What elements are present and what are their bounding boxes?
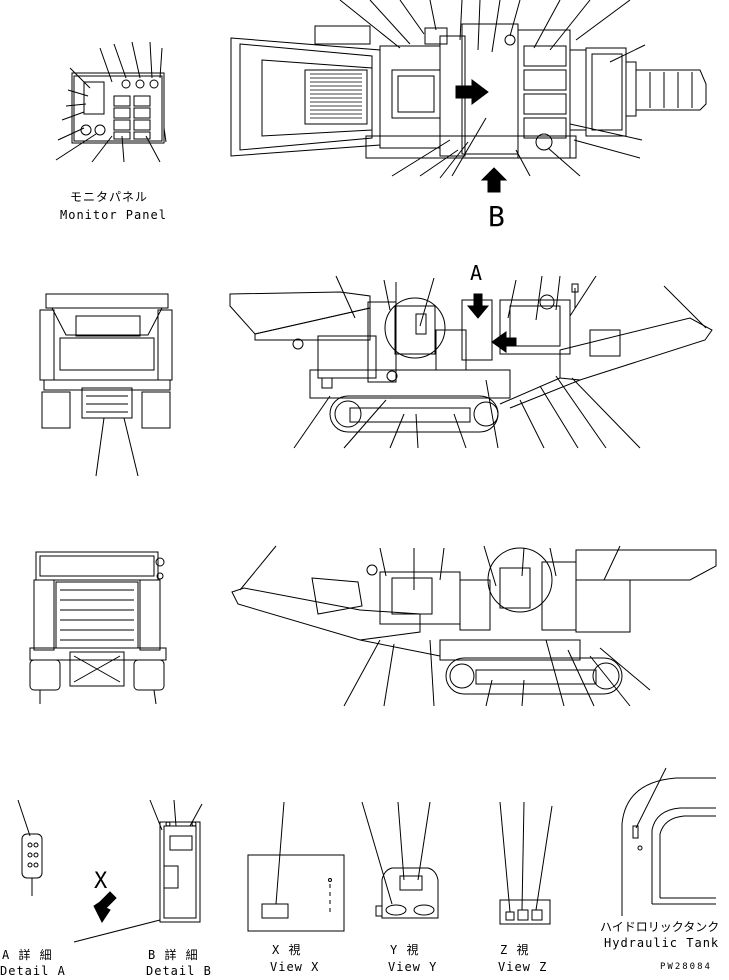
monitor-panel-en-label: Monitor Panel: [60, 208, 167, 222]
front-view-drawing: [39, 293, 173, 477]
detail-a-drawing: [17, 799, 117, 923]
view-y-jp-label: Y 視: [390, 943, 420, 957]
drawing-code: PW28084: [660, 962, 712, 972]
hydraulic-tank-jp-label: ハイドロリックタンク: [600, 920, 720, 934]
view-z-drawing: [499, 801, 553, 925]
view-y-en-label: View Y: [388, 960, 438, 974]
opposite-side-view-drawing: [231, 545, 717, 707]
rear-view-drawing: [29, 551, 167, 705]
top-view-drawing: [230, 0, 707, 193]
side-view-drawing: [229, 275, 713, 449]
monitor-panel-jp-label: モニタパネル: [70, 190, 149, 204]
detail-b-en-label: Detail B: [146, 964, 212, 978]
view-y-drawing: [361, 801, 439, 919]
detail-b-drawing: [73, 799, 203, 943]
hydraulic-tank-drawing: [621, 767, 716, 916]
arrow-down-a: [466, 293, 490, 319]
detail-b-jp-label: B 詳 細: [148, 948, 199, 962]
arrow-left-x: [491, 331, 517, 353]
hydraulic-tank-en-label: Hydraulic Tank: [604, 936, 720, 950]
monitor-panel-drawing: [55, 41, 167, 163]
arrow-into-view: [455, 79, 489, 105]
view-a-marker: A: [470, 261, 484, 285]
view-x-drawing: [247, 801, 345, 932]
arrow-detail-x: [93, 891, 117, 923]
view-x-en-label: View X: [270, 960, 320, 974]
view-z-jp-label: Z 視: [500, 943, 530, 957]
detail-a-jp-label: A 詳 細: [2, 948, 53, 962]
arrow-up-b: [480, 167, 508, 193]
view-z-en-label: View Z: [498, 960, 548, 974]
view-x-marker: X: [94, 869, 109, 894]
view-x-jp-label: X 視: [272, 943, 302, 957]
monitor-panel-switch-grid: [113, 95, 151, 140]
view-b-marker: B: [488, 200, 506, 233]
detail-a-en-label: Detail A: [0, 964, 66, 978]
